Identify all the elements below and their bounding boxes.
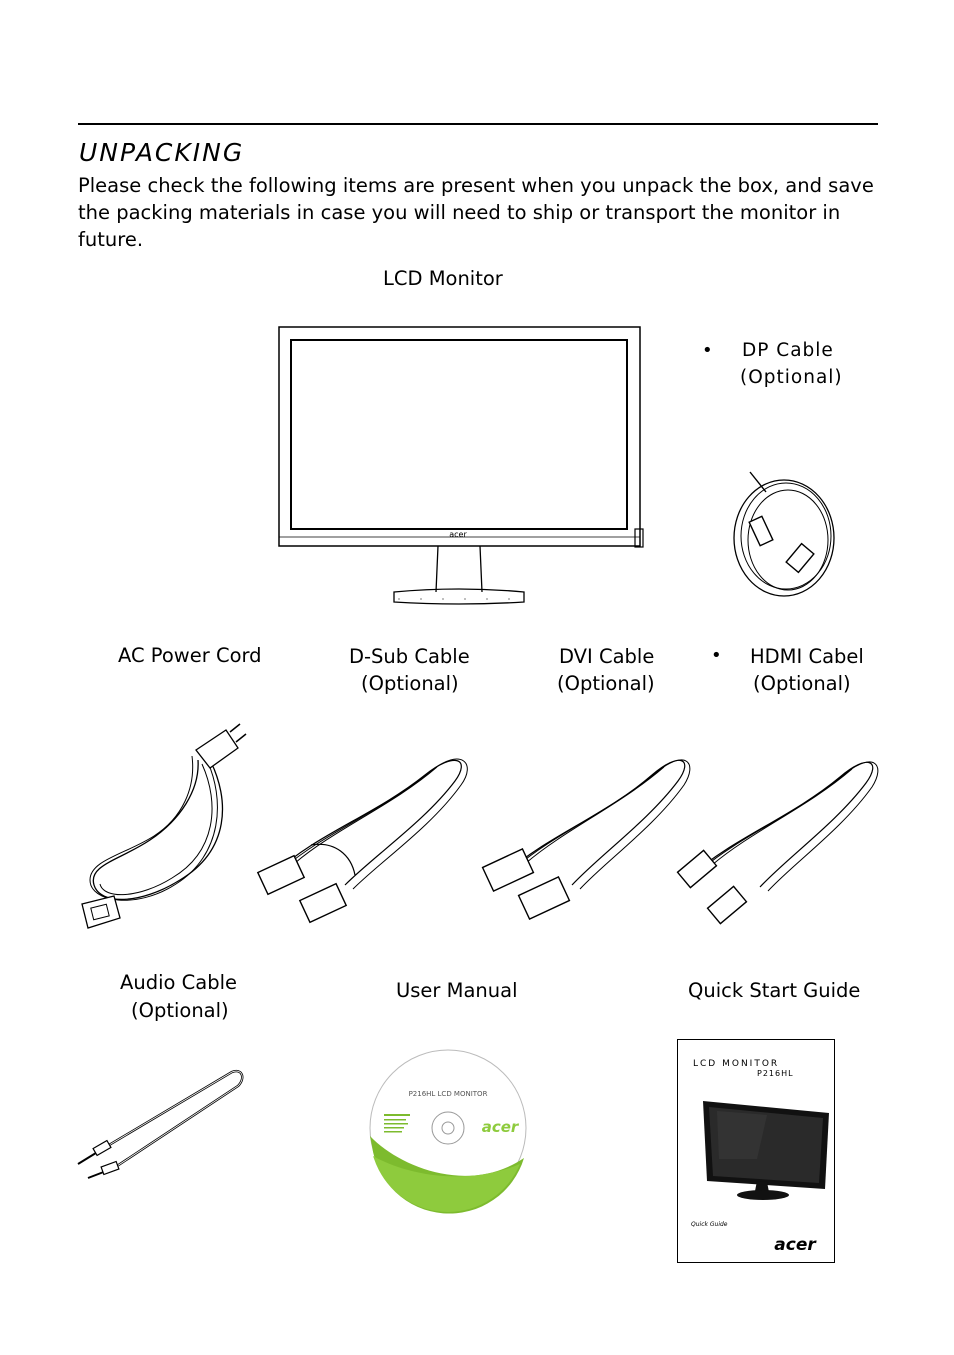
dp-cable-label: DP Cable xyxy=(742,340,834,361)
dp-cable-optional: (Optional) xyxy=(740,367,843,388)
monitor-bezel-logo: acer xyxy=(449,530,467,539)
ac-power-cord-label: AC Power Cord xyxy=(118,644,262,667)
audio-cable-label: Audio Cable xyxy=(120,971,237,994)
intro-paragraph: Please check the following items are pre… xyxy=(78,174,874,251)
dsub-cable-optional: (Optional) xyxy=(361,672,459,695)
audio-cable-illustration xyxy=(74,1064,249,1184)
cd-acer-logo: acer xyxy=(482,1118,520,1136)
hdmi-cable-optional: (Optional) xyxy=(753,672,851,695)
dvi-cable-label: DVI Cable xyxy=(559,645,655,668)
dvi-cable-illustration xyxy=(476,745,696,930)
hdmi-cable-illustration xyxy=(672,745,882,935)
audio-cable-optional: (Optional) xyxy=(131,999,229,1022)
dvi-cable-optional: (Optional) xyxy=(557,672,655,695)
quick-start-guide-label: Quick Start Guide xyxy=(688,979,861,1002)
guide-cover-caption: Quick Guide xyxy=(691,1221,728,1228)
guide-cover-acer-logo: acer xyxy=(774,1235,817,1255)
section-title: UNPACKING xyxy=(79,138,245,167)
dp-cable-bullet: • xyxy=(702,340,713,361)
cd-title: P216HL LCD MONITOR xyxy=(409,1090,488,1098)
user-manual-cd-illustration: P216HL LCD MONITOR acer xyxy=(368,1046,528,1214)
hdmi-cable-label: HDMI Cabel xyxy=(750,645,864,668)
hdmi-cable-bullet: • xyxy=(711,645,722,666)
guide-cover-model: P216HL xyxy=(757,1069,794,1078)
guide-cover-title: LCD MONITOR xyxy=(693,1059,779,1069)
top-rule xyxy=(78,123,878,125)
dsub-cable-label: D-Sub Cable xyxy=(349,645,470,668)
lcd-monitor-label: LCD Monitor xyxy=(383,267,503,290)
user-manual-label: User Manual xyxy=(396,979,518,1002)
ac-power-cord-illustration xyxy=(80,720,250,935)
quick-start-guide-illustration: LCD MONITOR P216HL Quick Guide acer xyxy=(677,1039,837,1264)
lcd-monitor-illustration: acer xyxy=(278,326,648,606)
dsub-cable-illustration xyxy=(255,745,475,930)
dp-cable-illustration xyxy=(728,462,848,602)
